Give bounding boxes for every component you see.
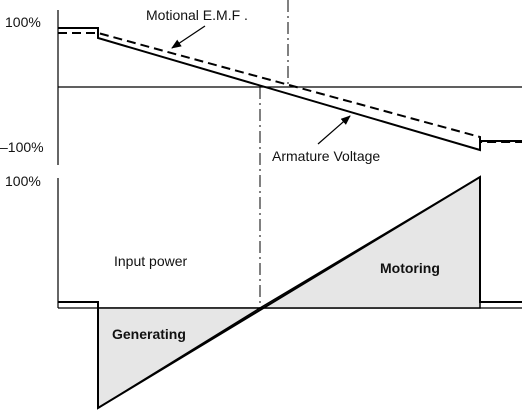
motional-emf-label: Motional E.M.F . xyxy=(146,7,248,23)
top-y-max-label: 100% xyxy=(5,14,41,30)
generating-label: Generating xyxy=(112,326,186,342)
top-plot: 100% –100% Motional E.M.F . Armature Vol… xyxy=(0,0,522,165)
motional-emf-pointer xyxy=(171,25,206,49)
input-power-label: Input power xyxy=(114,253,187,269)
input-power-curve xyxy=(58,175,522,410)
armature-voltage-pointer xyxy=(317,115,351,145)
armature-voltage-label: Armature Voltage xyxy=(272,148,380,164)
bottom-y-max-label: 100% xyxy=(5,173,41,189)
armature-voltage-curve xyxy=(58,27,522,152)
top-y-min-label: –100% xyxy=(0,139,44,155)
bottom-plot: 100% Input power Generating Motoring xyxy=(5,173,522,410)
motoring-label: Motoring xyxy=(380,260,440,276)
motional-emf-curve xyxy=(58,32,522,143)
